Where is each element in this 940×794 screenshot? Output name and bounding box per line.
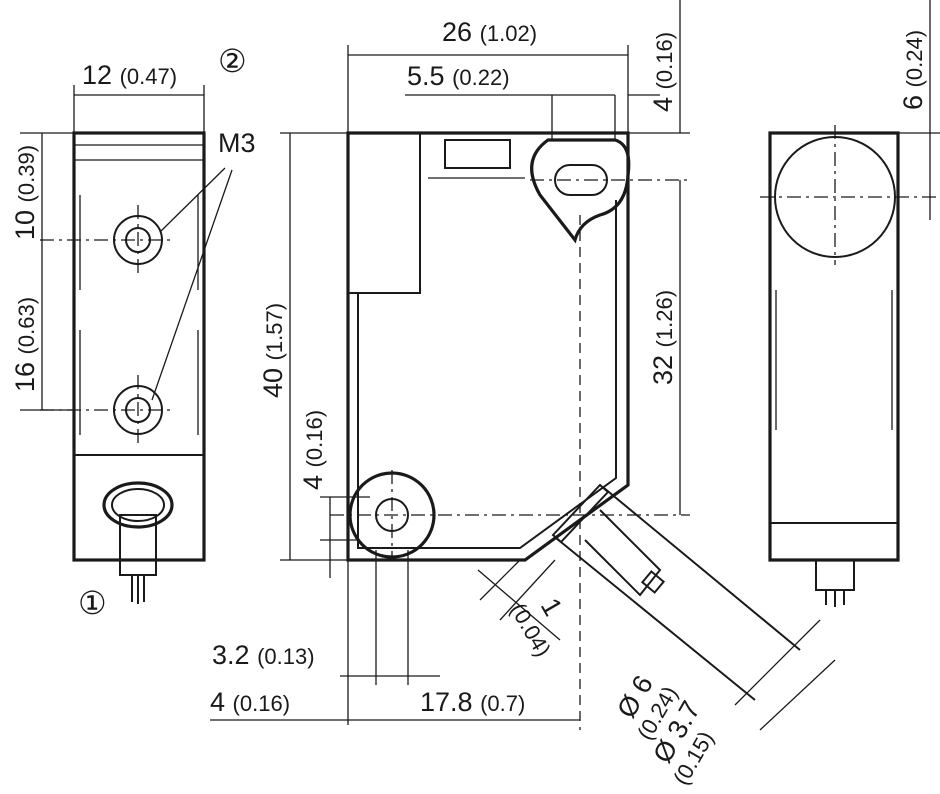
dim-bottom-to-cable: 17.8 (0.7) bbox=[420, 687, 525, 717]
dim-bottom-left-offset: 4 (0.16) bbox=[210, 687, 290, 717]
marker-1: ① bbox=[78, 585, 107, 621]
front-body bbox=[346, 131, 630, 562]
right-view bbox=[760, 0, 940, 607]
dim-front-width: 26 (1.02) bbox=[442, 17, 537, 47]
dim-front-top-edge: 4 (0.16) bbox=[648, 32, 678, 112]
left-body bbox=[72, 131, 206, 562]
front-view bbox=[210, 0, 836, 731]
thread-label: M3 bbox=[218, 128, 256, 158]
dim-cable-inner: Ø 3.7 (0.15) bbox=[647, 696, 718, 789]
dim-left-top-hole: 10 (0.39) bbox=[10, 145, 40, 240]
dim-front-hole-spacing: 32 (1.26) bbox=[648, 290, 678, 385]
dim-front-height: 40 (1.57) bbox=[258, 303, 288, 398]
left-view bbox=[20, 85, 233, 604]
dim-cable-offset: 1 (0.04) bbox=[505, 593, 568, 661]
svg-text:1: 1 bbox=[535, 593, 568, 621]
dim-left-width: 12 (0.47) bbox=[82, 60, 177, 90]
dim-side-circle: 6 (0.24) bbox=[898, 30, 928, 110]
dim-front-bottom-hole: 4 (0.16) bbox=[298, 410, 328, 490]
marker-2: ② bbox=[218, 43, 247, 79]
connector bbox=[102, 481, 174, 529]
right-body bbox=[768, 131, 900, 562]
top-hole-boss bbox=[530, 138, 631, 244]
dim-hole-diameter: 3.2 (0.13) bbox=[212, 640, 315, 670]
dim-front-hole-offset: 5.5 (0.22) bbox=[407, 61, 510, 91]
dim-left-hole-spacing: 16 (0.63) bbox=[10, 297, 40, 392]
